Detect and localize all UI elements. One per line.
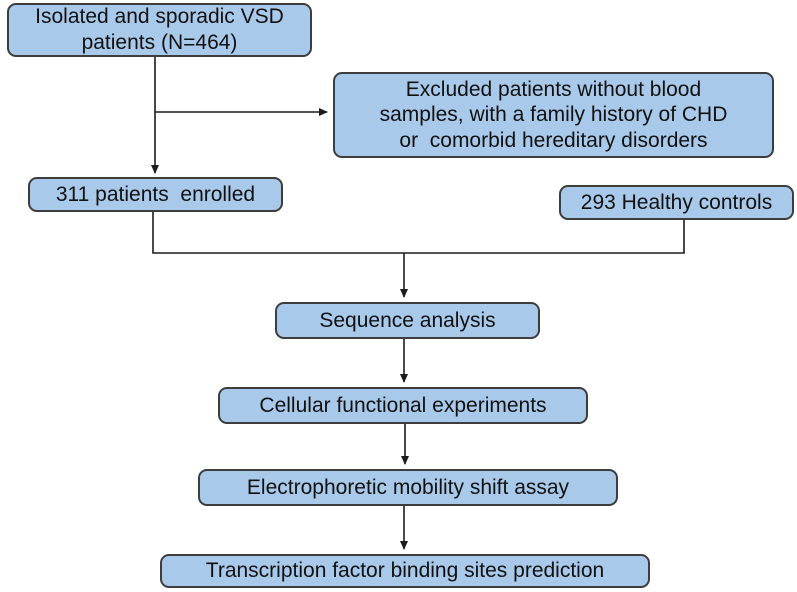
node-patients-enrolled: 311 patients enrolled <box>28 177 283 212</box>
node-sequence-analysis: Sequence analysis <box>275 302 540 339</box>
node-electrophoretic-mobility-shift-assay: Electrophoretic mobility shift assay <box>198 469 618 506</box>
line-merge-enrolled-controls <box>152 212 685 254</box>
node-cellular-functional-experiments: Cellular functional experiments <box>218 387 588 424</box>
node-vsd-patients: Isolated and sporadic VSD patients (N=46… <box>7 3 312 57</box>
node-healthy-controls: 293 Healthy controls <box>559 185 794 220</box>
node-transcription-factor-binding-sites-prediction: Transcription factor binding sites predi… <box>160 554 650 588</box>
node-excluded-patients: Excluded patients without blood samples,… <box>333 72 774 158</box>
